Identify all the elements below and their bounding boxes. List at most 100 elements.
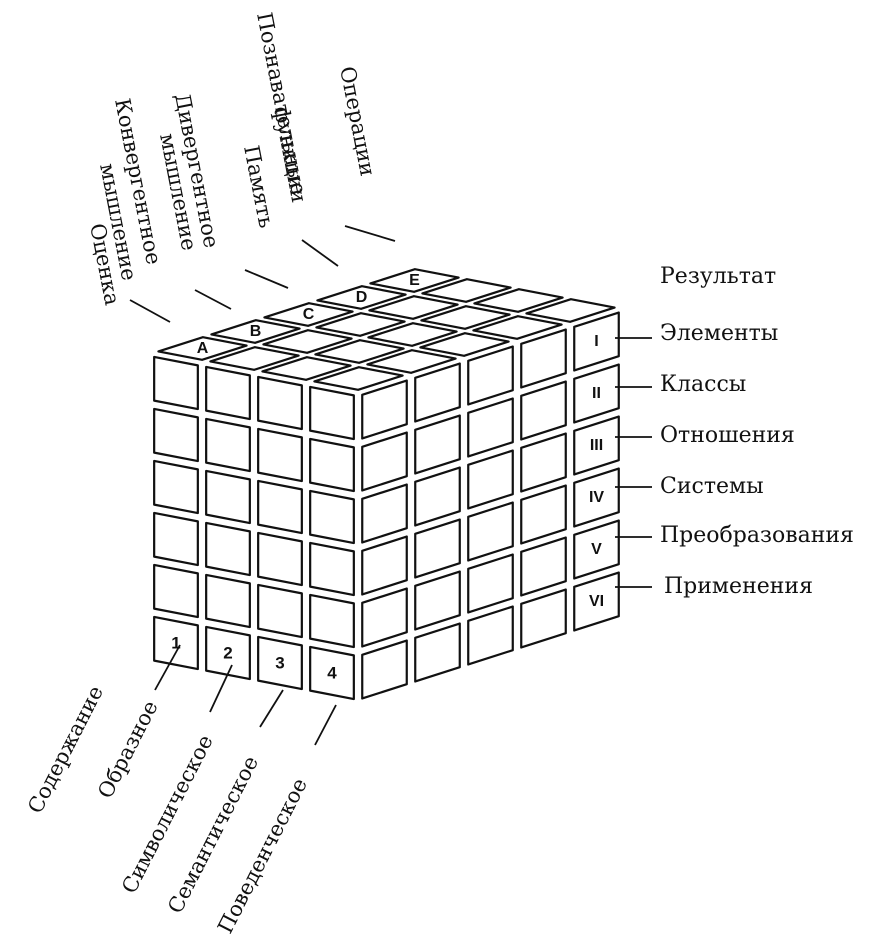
cube-top-cell (261, 356, 352, 381)
product-numeral-2: II (592, 385, 601, 402)
leader-operation-d (301, 239, 339, 267)
content-number-1: 1 (171, 634, 180, 653)
cube-right-cell (467, 449, 514, 510)
cube-left-cell (205, 417, 251, 473)
cube-top-cell (315, 312, 406, 337)
cube-top-cell (262, 329, 353, 354)
product-numeral-4: IV (589, 489, 604, 506)
content-number-4: 4 (327, 664, 337, 683)
cube-right-cell (573, 363, 620, 424)
cube-top-cell (366, 349, 457, 374)
cube-left-cell (205, 625, 251, 681)
cube-right-cell (361, 587, 408, 648)
leader-operation-a (129, 299, 171, 323)
cube-right-cell (467, 397, 514, 458)
cube-top-cell (421, 278, 512, 303)
cube-right-cell (414, 570, 461, 631)
cube-right-cell (467, 553, 514, 614)
operation-letter-e: E (409, 272, 420, 289)
cube-left-cell (205, 469, 251, 525)
cube-right-cell (520, 536, 567, 597)
product-numeral-1: I (594, 333, 598, 350)
operation-letter-a: A (197, 340, 209, 357)
cube-left-cell (153, 459, 199, 515)
product-numeral-3: III (590, 437, 603, 454)
cube-right-cell (467, 605, 514, 666)
cube-right-cell (520, 328, 567, 389)
product-numeral-6: VI (589, 593, 604, 610)
product-label-iii: Отношения (660, 423, 795, 448)
contents-axis-title: Содержание (23, 682, 108, 817)
product-label-i: Элементы (660, 321, 778, 346)
cube-right-cell (414, 622, 461, 683)
cube-right-cell (414, 518, 461, 579)
leader-content-2 (209, 664, 233, 713)
cube-top-cell (314, 339, 405, 364)
operations-axis-title: Операции (335, 64, 380, 178)
cube-left-cell (153, 355, 199, 411)
cube-top-cell (210, 319, 301, 344)
cube-right-cell (573, 519, 620, 580)
product-numeral-5: V (591, 541, 602, 558)
cube-top-cell (369, 268, 460, 293)
cube-left-cell (309, 645, 355, 701)
cube-left-cell (153, 563, 199, 619)
cube-top-cell (420, 305, 511, 330)
content-number-2: 2 (223, 644, 232, 663)
product-label-iv: Системы (660, 474, 764, 499)
cube-left-cell (257, 531, 303, 587)
cube-left-cell (257, 635, 303, 691)
cube-top-cell (313, 366, 404, 391)
cube-top-cell (473, 288, 564, 313)
operation-label-e-line2: функции (269, 104, 311, 204)
cube-right-cell (573, 571, 620, 632)
cube-right-cell (573, 311, 620, 372)
cube-right-cell (361, 639, 408, 700)
operation-letter-c: C (303, 306, 315, 323)
cube-right-cell (361, 379, 408, 440)
cube-top-cell (368, 295, 459, 320)
cube-right-cell (414, 414, 461, 475)
cube-top-cell (316, 285, 407, 310)
leader-operation-e (344, 225, 396, 242)
cube-top-cell (209, 346, 300, 371)
cube-right-cell (414, 362, 461, 423)
cube-right-cell (361, 535, 408, 596)
cube-left-cell (309, 437, 355, 493)
cube-left-cell (309, 541, 355, 597)
cube-top-cell (472, 315, 563, 340)
cube-top-cell (367, 322, 458, 347)
cube-right-cell (520, 380, 567, 441)
cube-left-cell (205, 573, 251, 629)
cube-top-cell (525, 298, 616, 323)
cube-right-cell (361, 483, 408, 544)
operation-letter-b: B (250, 323, 262, 340)
leader-operation-b (194, 289, 232, 310)
leader-content-3 (259, 689, 284, 728)
cube-right-cell (361, 431, 408, 492)
cube-right-cell (467, 345, 514, 406)
cube-right-cell (573, 415, 620, 476)
product-label-vi: Применения (664, 574, 813, 599)
cube-right-cell (414, 466, 461, 527)
leader-operation-c (244, 269, 289, 289)
content-number-3: 3 (275, 654, 284, 673)
operation-letter-d: D (356, 289, 368, 306)
cube-left-cell (153, 511, 199, 567)
cube-left-cell (309, 489, 355, 545)
cube-left-cell (257, 375, 303, 431)
cube-right-cell (520, 432, 567, 493)
cube-top-cell (419, 332, 510, 357)
leader-content-1 (154, 644, 181, 691)
labels: Операции Познавательные функции Память Д… (23, 10, 854, 937)
product-label-ii: Классы (660, 372, 746, 397)
cube-left-cell (309, 593, 355, 649)
cube-left-cell (153, 615, 199, 671)
cube-right-cell (467, 501, 514, 562)
cube-right-cell (520, 588, 567, 649)
cube-top-cell (263, 302, 354, 327)
leader-content-4 (314, 704, 337, 746)
cube-left-cell (153, 407, 199, 463)
